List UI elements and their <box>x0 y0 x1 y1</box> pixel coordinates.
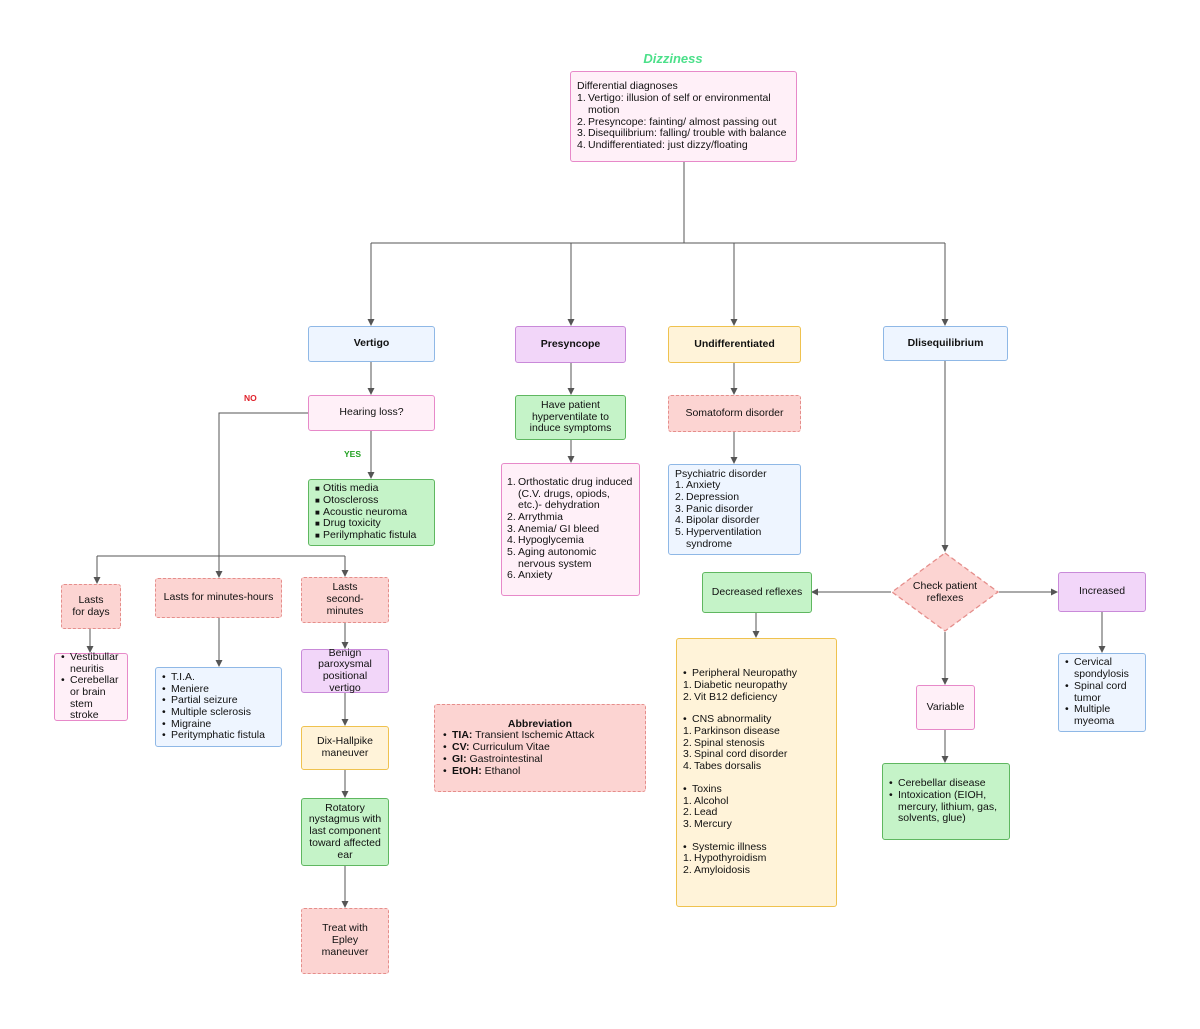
list-item: 1.Orthostatic drug induced (C.V. drugs, … <box>507 475 633 512</box>
list-item: ■Acoustic neuroma <box>315 505 408 518</box>
list-item: 5.Hyperventilation syndrome <box>675 526 762 550</box>
differential-heading: Differential diagnoses <box>577 80 678 93</box>
group-heading: •Systemic illness <box>683 840 767 853</box>
list-item: 1.Diabetic neuropathy <box>683 678 788 691</box>
hearing-loss-question: Hearing loss? <box>308 395 435 431</box>
list-item: ■Otitis media <box>315 482 379 495</box>
decreased-reflexes-node: Decreased reflexes <box>702 572 812 613</box>
list-item: •Multiple myeoma <box>1065 703 1115 727</box>
list-item: •Vestibullar neuritis <box>61 650 119 675</box>
list-item: •Cerebellar or brain stem stroke <box>61 674 119 722</box>
presyncope-node: Presyncope <box>515 326 626 363</box>
group-heading: •Toxins <box>683 782 722 795</box>
group-heading: •CNS abnormality <box>683 713 772 726</box>
list-item: •Cervical spondylosis <box>1065 656 1129 681</box>
bppv-node: Benign paroxysmal positional vertigo <box>301 647 389 694</box>
list-item: 1.Vertigo: illusion of self or environme… <box>577 92 771 116</box>
variable-reflexes-causes: •Cerebellar disease •Intoxication (EIOH,… <box>882 763 1010 840</box>
list-item: 3.Disequilibrium: falling/ trouble with … <box>577 127 787 140</box>
no-label: NO <box>244 393 257 403</box>
list-item: •GI: Gastrointestinal <box>443 752 543 765</box>
somatoform-node: Somatoform disorder <box>668 395 801 432</box>
variable-reflexes-node: Variable <box>916 685 975 730</box>
increased-reflexes-causes: •Cervical spondylosis •Spinal cord tumor… <box>1058 653 1146 732</box>
abbreviation-box: Abbreviation •TIA: Transient Ischemic At… <box>434 704 646 792</box>
disequilibrium-node: Dlisequilibrium <box>883 326 1008 361</box>
list-item: 2.Amyloidosis <box>683 864 751 877</box>
list-item: 5.Aging autonomic nervous system <box>507 546 597 570</box>
list-item: 3.Spinal cord disorder <box>683 748 788 761</box>
list-item: 4.Tabes dorsalis <box>683 760 762 773</box>
list-item: 2.Vit B12 deficiency <box>683 690 778 703</box>
psychiatric-disorder-list: Psychiatric disorder 1.Anxiety 2.Depress… <box>668 464 801 555</box>
decreased-reflexes-causes: •Peripheral Neuropathy 1.Diabetic neurop… <box>676 638 837 907</box>
list-item: ■Otoscleross <box>315 493 379 506</box>
epley-node: Treat with Epley maneuver <box>301 908 389 974</box>
lasts-minutes-hours-list: •T.I.A. •Meniere •Partial seizure •Multi… <box>155 667 282 747</box>
list-item: 3.Panic disorder <box>675 502 754 515</box>
hyperventilate-node: Have patient hyperventilate to induce sy… <box>515 395 626 440</box>
list-item: 4.Hypoglycemia <box>507 534 584 547</box>
presyncope-causes-list: 1.Orthostatic drug induced (C.V. drugs, … <box>501 463 640 596</box>
lasts-days-list: •Vestibullar neuritis •Cerebellar or bra… <box>54 650 128 722</box>
dix-hallpike-node: Dix-Hallpike maneuver <box>301 726 389 770</box>
yes-label: YES <box>344 449 362 459</box>
list-item: 2.Presyncope: fainting/ almost passing o… <box>577 115 777 128</box>
psychiatric-heading: Psychiatric disorder <box>675 467 767 480</box>
list-item: •Peritymphatic fistula <box>162 729 265 742</box>
list-item: 3.Mercury <box>683 817 732 830</box>
differential-diagnoses-box: Differential diagnoses 1.Vertigo: illusi… <box>570 71 797 162</box>
list-item: 1.Hypothyroidism <box>683 852 767 865</box>
list-item: •Migraine <box>162 717 212 730</box>
list-item: ■Perilymphatic fistula <box>315 529 417 542</box>
list-item: •Cerebellar disease <box>889 777 986 790</box>
list-item: •Multiple sclerosis <box>162 706 251 718</box>
list-item: ■Drug toxicity <box>315 517 381 530</box>
list-item: 4.Bipolar disorder <box>675 514 760 527</box>
list-item: 1.Alcohol <box>683 794 729 807</box>
vertigo-node: Vertigo <box>308 326 435 362</box>
group-heading: •Peripheral Neuropathy <box>683 667 798 680</box>
lasts-days-node: Lasts for days <box>61 584 121 629</box>
list-item: 1.Anxiety <box>675 479 721 492</box>
rotatory-nystagmus-node: Rotatory nystagmus with last component t… <box>301 798 389 866</box>
lasts-seconds-minutes-node: Lasts second-minutes <box>301 577 389 623</box>
lasts-minutes-hours-node: Lasts for minutes-hours <box>155 578 282 618</box>
hearing-loss-yes-list: ■Otitis media ■Otoscleross ■Acoustic neu… <box>308 479 435 546</box>
list-item: 2.Spinal stenosis <box>683 736 765 749</box>
list-item: 2.Lead <box>683 806 718 819</box>
list-item: •EtOH: Ethanol <box>443 764 521 777</box>
list-item: •Meniere <box>162 682 209 695</box>
list-item: •TIA: Transient Ischemic Attack <box>443 729 595 742</box>
list-item: •Spinal cord tumor <box>1065 679 1127 704</box>
list-item: 3.Anemia/ GI bleed <box>507 522 600 535</box>
list-item: •T.I.A. <box>162 670 195 683</box>
list-item: 2.Arrythmia <box>507 510 563 523</box>
list-item: •Intoxication (EIOH, mercury, lithium, g… <box>889 788 997 825</box>
list-item: 4.Undifferentiated: just dizzy/floating <box>577 138 748 151</box>
list-item: •Partial seizure <box>162 694 238 707</box>
diagram-title: Dizziness <box>643 51 703 66</box>
list-item: •CV: Curriculum Vitae <box>443 741 550 754</box>
undifferentiated-node: Undifferentiated <box>668 326 801 363</box>
check-reflexes-decision: Check patient reflexes <box>891 552 999 632</box>
list-item: 1.Parkinson disease <box>683 725 780 738</box>
abbreviation-heading: Abbreviation <box>507 717 573 730</box>
increased-reflexes-node: Increased <box>1058 572 1146 612</box>
list-item: 6.Anxiety <box>507 569 553 582</box>
list-item: 2.Depression <box>675 490 740 503</box>
